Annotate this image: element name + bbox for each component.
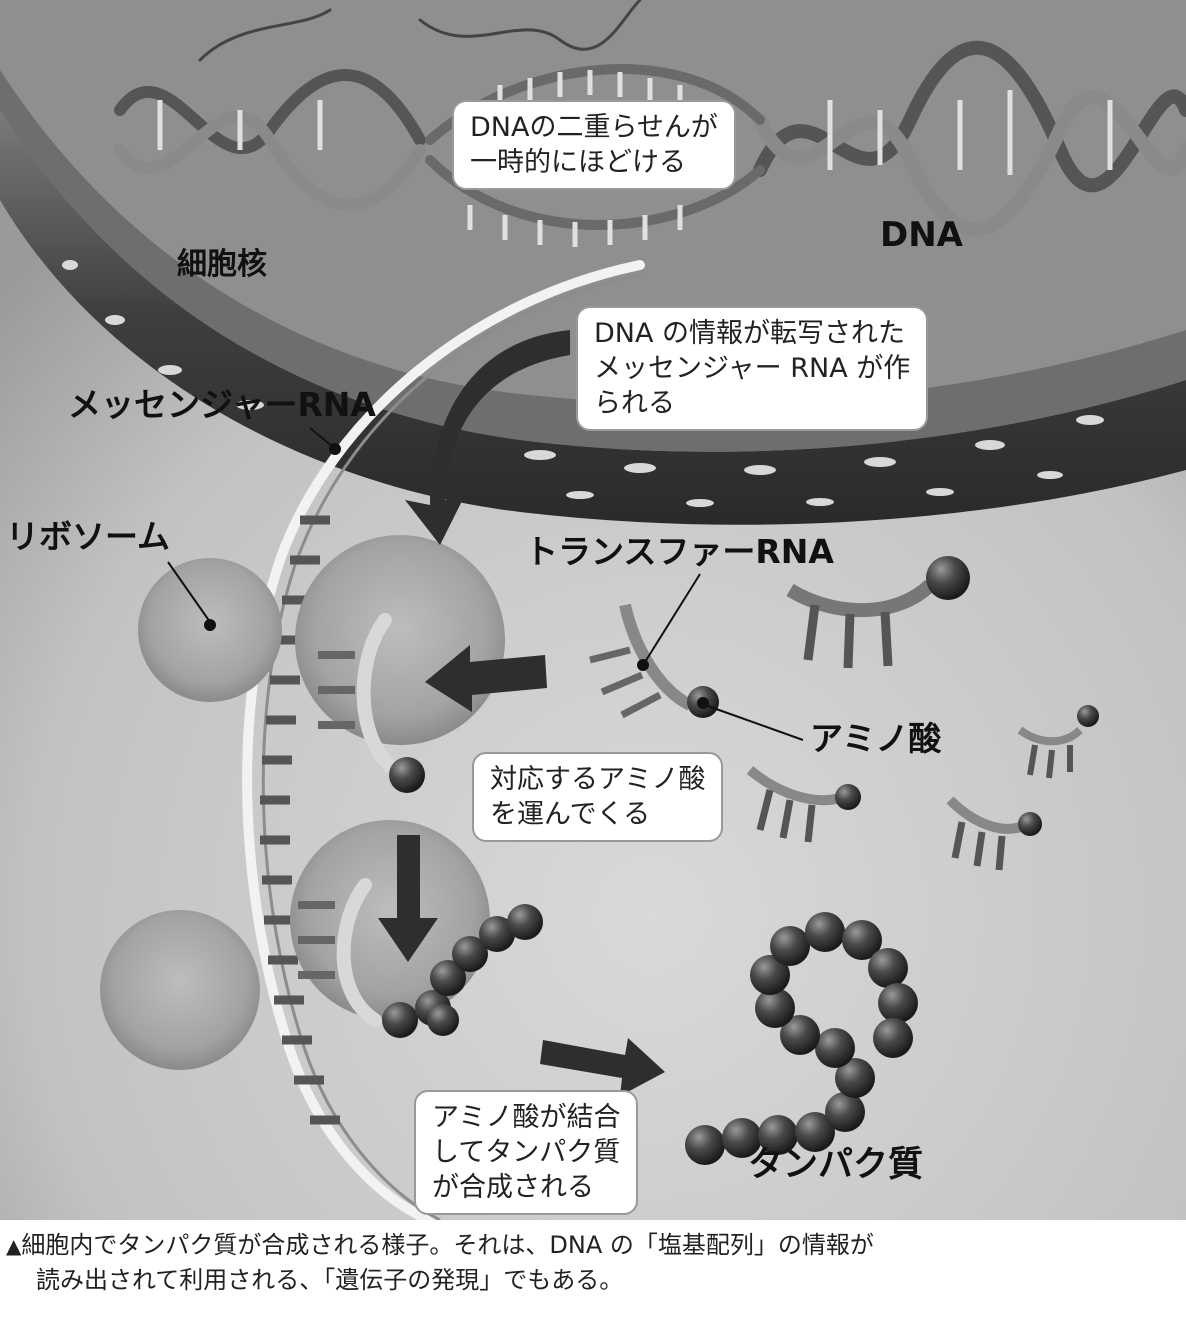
caption-line-1: 細胞内でタンパク質が合成される様子。それは、DNA の「塩基配列」の情報が — [21, 1231, 873, 1259]
ribosome-label: リボソーム — [6, 520, 170, 553]
callout-transcribe: DNA の情報が転写された メッセンジャー RNA が作 られる — [576, 306, 928, 431]
figure-caption: ▲細胞内でタンパク質が合成される様子。それは、DNA の「塩基配列」の情報が 読… — [6, 1228, 1176, 1298]
callout-bind: アミノ酸が結合 してタンパク質 が合成される — [414, 1090, 638, 1215]
trna-label: トランスファーRNA — [525, 535, 834, 568]
nucleus-label: 細胞核 — [177, 250, 267, 280]
dna-label: DNA — [880, 218, 963, 252]
caption-marker: ▲ — [6, 1234, 21, 1258]
callout-carry: 対応するアミノ酸 を運んでくる — [472, 752, 723, 842]
amino-acid-label: アミノ酸 — [810, 722, 941, 755]
mrna-label: メッセンジャーRNA — [68, 388, 376, 421]
protein-label: タンパク質 — [748, 1148, 923, 1183]
caption-line-2: 読み出されて利用される、「遺伝子の発現」でもある。 — [6, 1263, 1176, 1298]
callout-unwind: DNAの二重らせんが 一時的にほどける — [452, 100, 736, 190]
